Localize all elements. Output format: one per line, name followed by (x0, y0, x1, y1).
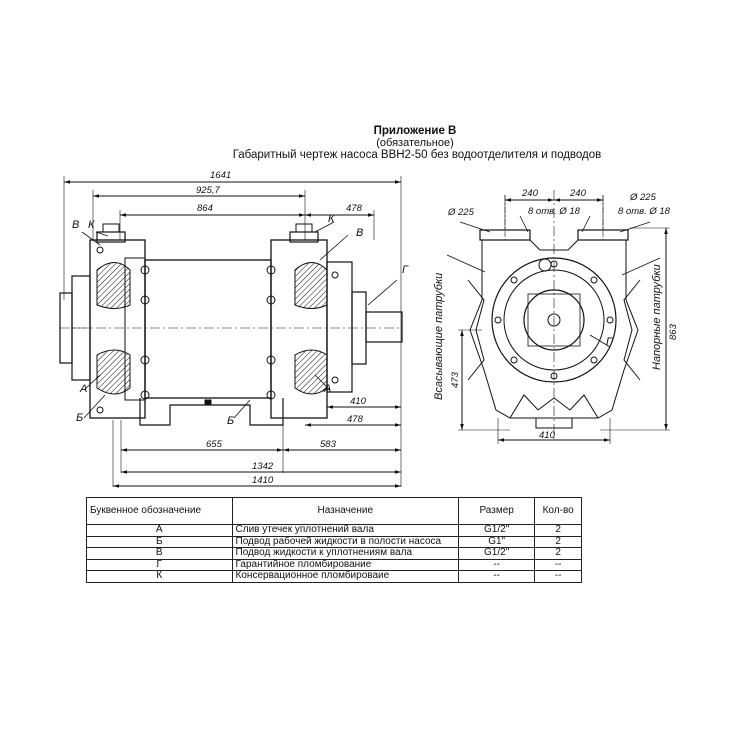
dim-offset-478: 478 (347, 414, 364, 425)
dim-spacing-right: 240 (569, 188, 587, 199)
table-row: Б Подвод рабочей жидкости в полости насо… (86, 535, 582, 548)
end-view (446, 190, 670, 444)
dim-offset-410: 410 (350, 396, 367, 407)
dim-flange-span: 925,7 (196, 185, 220, 196)
cell-purpose: Подвод жидкости к уплотнениям вала (231, 547, 459, 560)
table-row: К Консервационное пломбироваие -- -- (86, 570, 582, 583)
appendix-subtitle: (обязательное) (376, 137, 454, 149)
cell-qty: 2 (534, 535, 582, 548)
header-purpose: Назначение (231, 497, 459, 525)
marker-k-left: К (88, 219, 95, 231)
cell-size: G1/2" (457, 524, 536, 537)
dim-flange-dia-left: Ø 225 (447, 207, 475, 218)
dim-foot-span: 1342 (252, 461, 274, 472)
cell-size: G1/2" (457, 547, 536, 560)
table-row: А Слив утечек уплотнений вала G1/2" 2 (86, 524, 582, 537)
cell-size: -- (457, 558, 536, 571)
cell-code: К (86, 570, 233, 583)
dim-holes-left: 8 отв. Ø 18 (528, 206, 581, 217)
table-header-row: Буквенное обозначение Назначение Размер … (86, 497, 582, 525)
appendix-title: Приложение В (373, 125, 457, 137)
marker-a-right: А (323, 383, 331, 395)
marker-b-right: Б (227, 415, 234, 427)
cell-purpose: Слив утечек уплотнений вала (231, 524, 459, 537)
connections-table: Буквенное обозначение Назначение Размер … (86, 497, 582, 583)
cell-purpose: Гарантийное пломбирование (231, 558, 459, 571)
cell-code: В (86, 547, 233, 560)
table-row: Г Гарантийное пломбирование -- -- (86, 558, 582, 571)
marker-a-left: А (79, 383, 87, 395)
marker-g-side: Г (402, 264, 409, 276)
dim-body-length: 864 (197, 203, 213, 214)
drawing-description: Габаритный чертеж насоса ВВН2-50 без вод… (232, 149, 602, 161)
dim-spacing-left: 240 (521, 188, 539, 199)
header-code: Буквенное обозначение (86, 497, 233, 525)
table-row: В Подвод жидкости к уплотнениям вала G1/… (86, 547, 582, 560)
cell-qty: -- (534, 570, 582, 583)
cell-qty: 2 (534, 547, 582, 560)
header-size: Размер (457, 497, 536, 525)
cell-code: Г (86, 558, 233, 571)
cell-size: -- (457, 570, 536, 583)
dim-flange-dia-right: Ø 225 (629, 192, 657, 203)
marker-g-end: Г (606, 336, 613, 348)
cell-qty: 2 (534, 524, 582, 537)
marker-v-left: В (72, 219, 79, 231)
cell-code: А (86, 524, 233, 537)
marker-k-right: К (328, 213, 335, 225)
cell-purpose: Консервационное пломбироваие (231, 570, 459, 583)
dim-base-width: 410 (539, 430, 556, 441)
marker-b-left: Б (76, 412, 83, 424)
header-qty: Кол-во (534, 497, 582, 525)
dim-right-flange: 478 (346, 203, 363, 214)
label-suction-nozzles: Всасывающие патрубки (433, 273, 445, 400)
dim-base-length: 1410 (252, 475, 274, 486)
label-discharge-nozzles: Напорные патрубки (651, 264, 663, 370)
cell-code: Б (86, 535, 233, 548)
dim-right-foot: 583 (320, 439, 337, 450)
dim-height-total: 863 (668, 323, 679, 340)
dim-holes-right: 8 отв. Ø 18 (618, 206, 671, 217)
marker-v-right: В (356, 227, 363, 239)
dim-overall-length: 1641 (210, 170, 231, 181)
cell-qty: -- (534, 558, 582, 571)
cell-purpose: Подвод рабочей жидкости в полости насоса (231, 535, 459, 548)
dim-left-foot: 655 (206, 439, 223, 450)
cell-size: G1" (457, 535, 536, 548)
side-view (59, 176, 403, 488)
dim-height-inlet: 473 (450, 371, 461, 388)
